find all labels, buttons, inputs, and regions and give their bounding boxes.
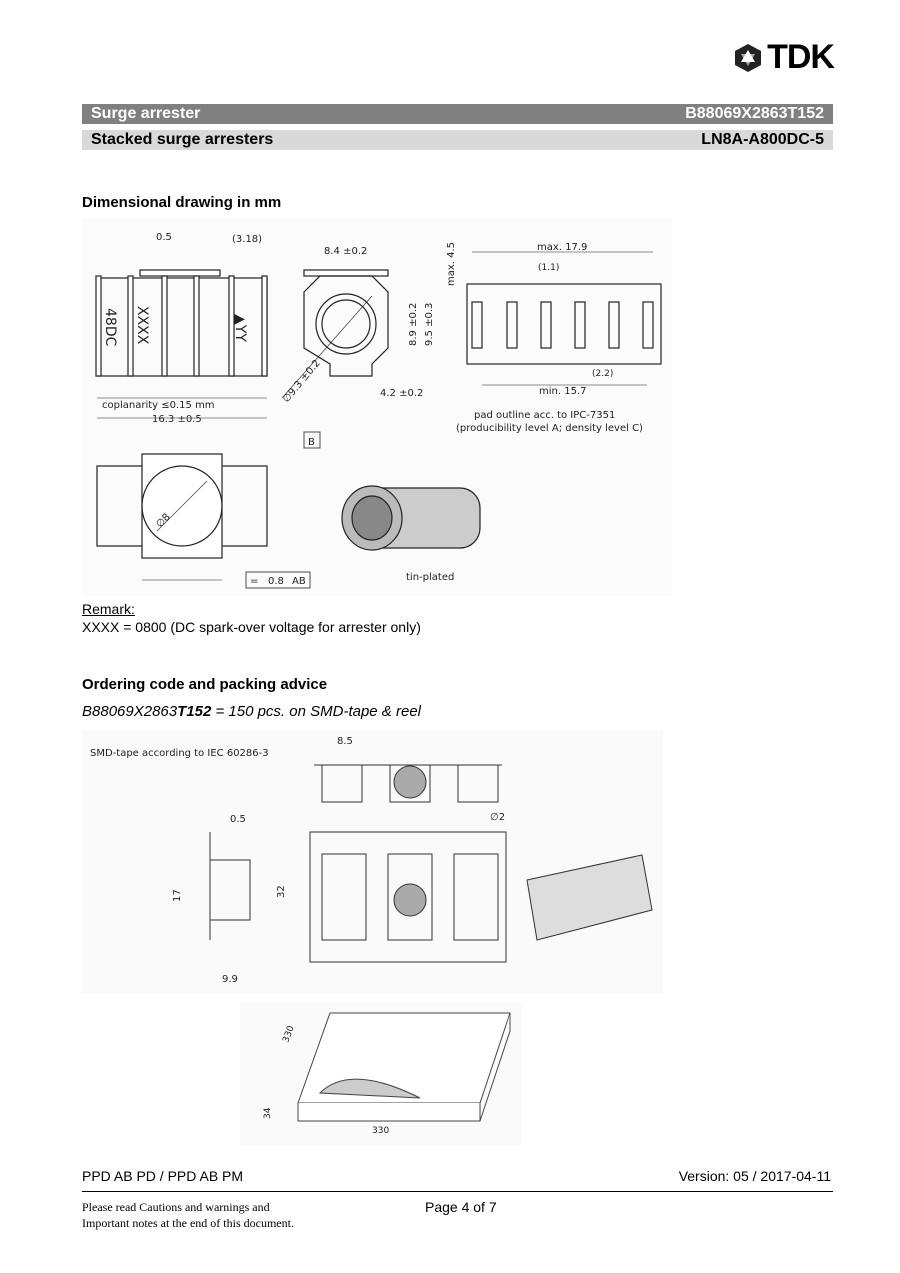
pad-note: pad outline acc. to IPC-7351 (474, 410, 615, 421)
footer-dept: PPD AB PD / PPD AB PM (82, 1168, 244, 1184)
section-title-ordering: Ordering code and packing advice (82, 676, 328, 693)
header-bar-type: Stacked surge arresters LN8A-A800DC-5 (82, 130, 833, 150)
marking: XXXX (134, 306, 150, 345)
tape-caption: SMD-tape according to IEC 60286-3 (90, 748, 269, 759)
ordering-code: B88069X2863T152 = 150 pcs. on SMD-tape &… (82, 703, 421, 720)
dimensional-drawing: 0.5 (3.18) 8.4 ±0.2 8.9 ±0.2 9.5 ±0.3 ∅9… (82, 218, 672, 596)
dim-label: coplanarity ≤0.15 mm (102, 400, 215, 411)
dim-label: min. 15.7 (539, 386, 586, 397)
logo-text: TDK (767, 38, 835, 76)
tin-plated-note: tin-plated (406, 572, 454, 583)
datum-label: B (308, 437, 315, 448)
product-name: Surge arrester (91, 105, 201, 122)
pad-note: (producibility level A; density level C) (456, 423, 643, 434)
marking: ▲YY (232, 314, 248, 342)
code-prefix: B88069X2863 (82, 703, 178, 720)
footer-version: Version: 05 / 2017-04-11 (678, 1168, 831, 1184)
header-bar-product: Surge arrester B88069X2863T152 (82, 104, 833, 124)
dim-label: 8.5 (337, 736, 353, 747)
footer-divider (82, 1191, 833, 1192)
remark-label: Remark: (82, 601, 135, 617)
dim-label: max. 17.9 (537, 242, 587, 253)
product-type: LN8A-A800DC-5 (701, 131, 824, 148)
dim-label: 330 (372, 1126, 389, 1136)
dim-label: (3.18) (232, 234, 262, 245)
product-code: B88069X2863T152 (685, 105, 824, 122)
dim-label: 32 (276, 885, 287, 898)
remark-text: XXXX = 0800 (DC spark-over voltage for a… (82, 619, 421, 635)
dim-label: 34 (263, 1107, 273, 1119)
tape-drawing: SMD-tape according to IEC 60286-3 8.5 0.… (82, 730, 663, 993)
marking: 48DC (102, 308, 118, 347)
dim-label: 17 (172, 889, 183, 902)
tolerance-value: 0.8 (268, 576, 284, 587)
code-rest: = 150 pcs. on SMD-tape & reel (211, 703, 421, 720)
dim-label: 0.5 (156, 232, 172, 243)
code-suffix: T152 (177, 703, 212, 720)
section-title-dimensional: Dimensional drawing in mm (82, 194, 282, 211)
dim-label: max. 4.5 (446, 242, 457, 286)
dim-label: 4.2 ±0.2 (380, 388, 423, 399)
tdk-logo-icon (735, 43, 762, 72)
tdk-logo: TDK (733, 38, 835, 77)
product-subtitle: Stacked surge arresters (91, 131, 274, 148)
dim-label: 9.9 (222, 974, 238, 985)
dim-label: 8.9 ±0.2 (408, 303, 419, 346)
page-number: Page 4 of 7 (425, 1199, 497, 1215)
dim-label: 8.4 ±0.2 (324, 246, 367, 257)
dim-label: (2.2) (592, 369, 613, 379)
dim-label: 0.5 (230, 814, 246, 825)
tolerance-ref: AB (292, 576, 306, 587)
dim-label: 9.5 ±0.3 (424, 303, 435, 346)
footer-note-line: Important notes at the end of this docum… (82, 1216, 294, 1230)
tolerance-symbol: = (250, 576, 258, 587)
dim-label: (1.1) (538, 263, 559, 273)
dim-label: ∅2 (490, 812, 505, 823)
footer-note-line: Please read Cautions and warnings and (82, 1200, 270, 1214)
reel-box-drawing: 330 34 330 (240, 1003, 522, 1145)
dim-label: 16.3 ±0.5 (152, 414, 202, 425)
